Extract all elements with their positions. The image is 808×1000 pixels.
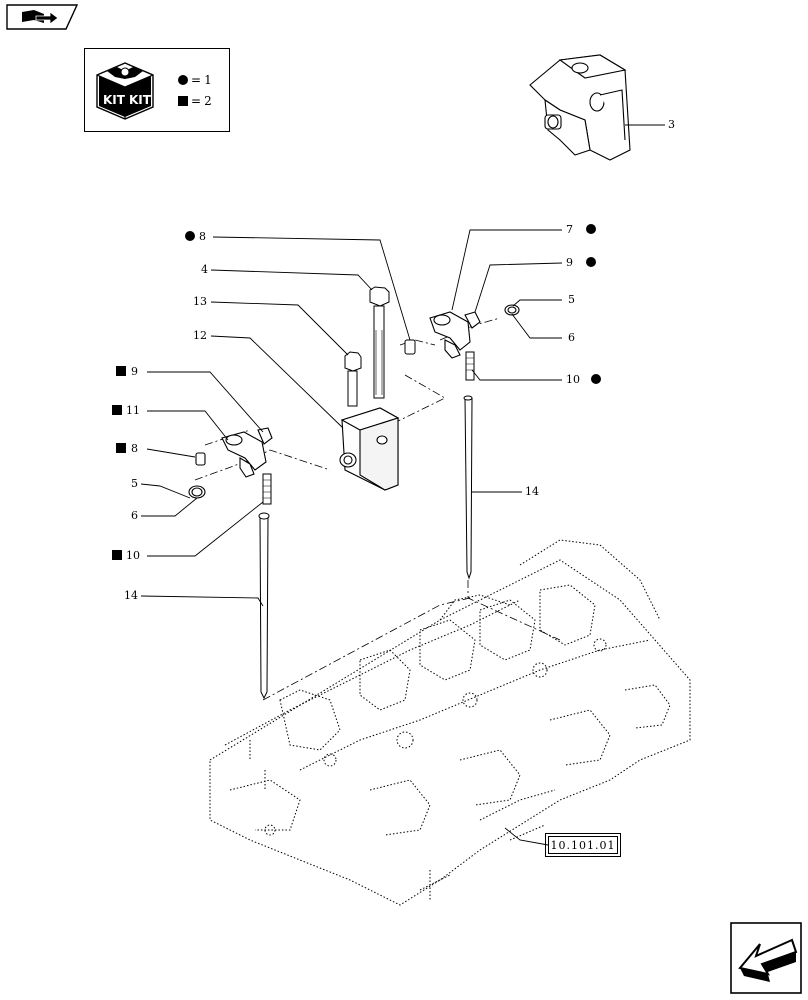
callout-8-square: 8 (116, 442, 138, 455)
circle-marker (178, 75, 188, 85)
rocker-arm-11 (188, 427, 273, 499)
rocker-support-12 (339, 407, 400, 491)
cylinder-head-outline (209, 539, 691, 906)
callout-10-circle: 10 (566, 373, 601, 386)
square-marker (116, 443, 126, 453)
push-rod-14-left (258, 512, 270, 700)
callout-14-left: 14 (124, 589, 138, 602)
square-marker (116, 366, 126, 376)
circle-marker (586, 257, 596, 267)
adjuster-10-left (262, 473, 272, 505)
book-arrow-icon (22, 10, 59, 25)
svg-text:7: 7 (566, 223, 573, 236)
callout-6-left: 6 (131, 509, 138, 522)
svg-text:KIT: KIT (129, 93, 152, 107)
nav-next-button[interactable] (730, 922, 802, 994)
callout-4: 4 (201, 263, 208, 276)
legend-row-circle: = 1 (178, 73, 212, 87)
legend-equals: = (191, 73, 202, 87)
push-rod-14-right (463, 395, 473, 580)
svg-text:KIT: KIT (103, 93, 126, 107)
leader-lines (140, 229, 563, 846)
callout-6-right: 6 (568, 331, 575, 344)
callout-8-circle-top: 8 (185, 230, 206, 243)
square-marker (112, 405, 122, 415)
kit-icon: KIT KIT (96, 62, 154, 120)
svg-text:11: 11 (126, 404, 140, 417)
callout-5-left: 5 (131, 477, 138, 490)
svg-text:9: 9 (131, 365, 138, 378)
legend-value: 2 (204, 94, 212, 108)
svg-text:9: 9 (566, 256, 573, 269)
nav-tab-back[interactable] (6, 4, 78, 30)
arrow-left-icon (738, 938, 798, 982)
bolt-13 (344, 351, 362, 407)
svg-text:8: 8 (131, 442, 138, 455)
reference-box[interactable]: 10.101.01 (545, 833, 621, 857)
screw-8-top (404, 339, 416, 355)
adjuster-10-right (465, 351, 475, 381)
square-marker (178, 96, 188, 106)
legend-row-square: = 2 (178, 94, 212, 108)
callout-12: 12 (193, 329, 207, 342)
svg-text:10: 10 (566, 373, 580, 386)
callout-14-right: 14 (525, 485, 539, 498)
callout-9-circle: 9 (566, 256, 596, 269)
square-marker (112, 550, 122, 560)
callout-10-square: 10 (112, 549, 140, 562)
circle-marker (185, 231, 195, 241)
circle-marker (591, 374, 601, 384)
callout-9-square: 9 (116, 365, 138, 378)
svg-text:10: 10 (126, 549, 140, 562)
callout-5-right: 5 (568, 293, 575, 306)
callout-11-square: 11 (112, 404, 140, 417)
kit-legend-box: KIT KIT (84, 48, 230, 132)
svg-text:8: 8 (199, 230, 206, 243)
bolt-4 (369, 286, 390, 399)
callout-13: 13 (193, 295, 207, 308)
circle-marker (586, 224, 596, 234)
legend-value: 1 (204, 73, 212, 87)
legend-equals: = (191, 94, 202, 108)
rocker-arm-7 (429, 304, 520, 359)
callout-7-circle: 7 (566, 223, 596, 236)
rocker-assembly-3 (529, 54, 665, 161)
assembly-ref-label: 3 (668, 118, 675, 131)
